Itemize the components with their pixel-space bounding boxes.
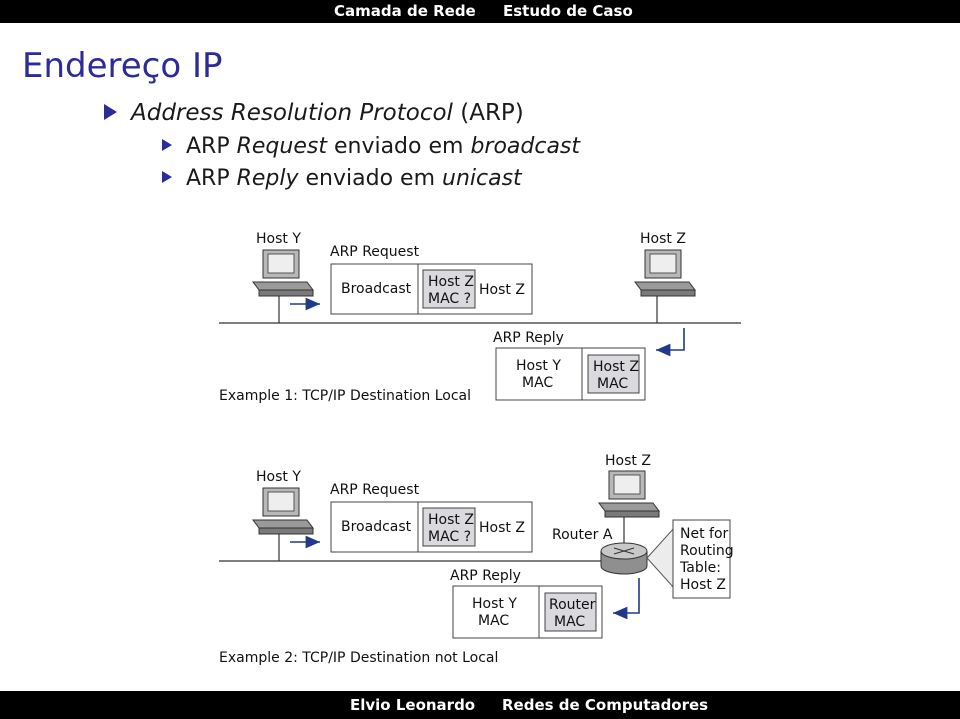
ex2-net-line2: Routing: [680, 543, 734, 559]
bullet-reply-mode: unicast: [442, 166, 522, 191]
ex2-callout-pointer: [646, 526, 675, 590]
example2-group: Host Y Host Z Router A Net for Routing T…: [219, 453, 734, 666]
ex2-query-box: [422, 507, 476, 547]
ex2-reply-highlight: [544, 592, 597, 632]
ex1-host-y-computer-icon: [252, 249, 314, 297]
bullet-arp: Address Resolution Protocol (ARP): [104, 100, 524, 126]
bullet-reply-word: Reply: [236, 166, 299, 191]
footer-course: Redes de Computadores: [502, 696, 709, 714]
ex2-target: Host Z: [479, 520, 525, 536]
ex2-query-line2: MAC ?: [428, 529, 471, 545]
ex1-caption: Example 1: TCP/IP Destination Local: [219, 388, 471, 404]
ex2-reply-left-line1: Host Y: [472, 596, 517, 612]
ex1-reply-left-line1: Host Y: [516, 358, 561, 374]
ex2-reply-arrow-icon: [613, 578, 640, 620]
ex2-reply-right-line2: MAC: [554, 614, 585, 630]
bullet-request-pre: ARP: [186, 134, 237, 159]
ex2-router-label: Router A: [552, 527, 613, 543]
ex1-query-box: [422, 269, 476, 309]
ex2-routing-table-box: [672, 519, 731, 599]
ex2-query-line1: Host Z: [428, 512, 474, 528]
ex2-caption: Example 2: TCP/IP Destination not Local: [219, 650, 498, 666]
ex1-reply-arrow-icon: [656, 328, 685, 357]
bullet-triangle-icon: [162, 139, 172, 151]
ex2-host-z-label: Host Z: [605, 453, 651, 469]
router-icon: [600, 542, 648, 575]
bullet-arp-request: ARP Request enviado em broadcast: [162, 134, 580, 159]
footer-bar: Elvio Leonardo Redes de Computadores: [0, 691, 960, 719]
bullet-arp-rest: (ARP): [452, 100, 524, 126]
ex1-reply-right-line1: Host Z: [593, 359, 639, 375]
ex2-host-y-label: Host Y: [256, 469, 301, 485]
ex1-arp-reply-label: ARP Reply: [493, 330, 564, 346]
nav-section[interactable]: Camada de Rede: [334, 2, 476, 20]
ex2-host-y-computer-icon: [252, 487, 314, 535]
footer-author: Elvio Leonardo: [350, 696, 476, 714]
bullet-request-mode: broadcast: [470, 134, 581, 159]
bullet-request-word: Request: [236, 134, 327, 159]
ex2-net-line1: Net for: [680, 526, 729, 542]
ex1-query-line1: Host Z: [428, 274, 474, 290]
ex1-arp-request-label: ARP Request: [330, 244, 420, 260]
ex2-host-z-computer-icon: [598, 470, 660, 518]
ex1-reply-left-line2: MAC: [522, 375, 553, 391]
ex2-net-line4: Host Z: [680, 577, 726, 593]
ex1-host-z-computer-icon: [634, 249, 696, 297]
bullet-arp-italic: Address Resolution Protocol: [131, 100, 453, 126]
example1-group: Host Y Host Z ARP Request Broadcast Host…: [219, 231, 741, 404]
ex2-reply-left-line2: MAC: [478, 613, 509, 629]
ex2-net-line3: Table:: [679, 560, 721, 576]
ex2-reply-right-line1: Router: [549, 597, 596, 613]
slide-title: Endereço IP: [22, 46, 223, 86]
ex2-broadcast: Broadcast: [341, 519, 412, 535]
nav-subsection[interactable]: Estudo de Caso: [503, 2, 633, 20]
ex1-host-y-label: Host Y: [256, 231, 301, 247]
bullet-request-mid: enviado em: [326, 134, 471, 159]
bullet-triangle-icon: [104, 103, 117, 120]
ex1-reply-right-line2: MAC: [597, 376, 628, 392]
ex1-query-line2: MAC ?: [428, 291, 471, 307]
ex1-target: Host Z: [479, 282, 525, 298]
ex1-reply-highlight: [587, 354, 640, 394]
ex2-arp-reply-label: ARP Reply: [450, 568, 521, 584]
ex2-arp-request-label: ARP Request: [330, 482, 420, 498]
bullet-arp-reply: ARP Reply enviado em unicast: [162, 166, 522, 191]
bullet-reply-mid: enviado em: [298, 166, 442, 191]
ex1-host-z-label: Host Z: [640, 231, 686, 247]
bullet-reply-pre: ARP: [186, 166, 237, 191]
header-bar: Camada de Rede Estudo de Caso: [0, 0, 960, 23]
ex1-broadcast: Broadcast: [341, 281, 412, 297]
bullet-triangle-icon: [162, 171, 172, 183]
